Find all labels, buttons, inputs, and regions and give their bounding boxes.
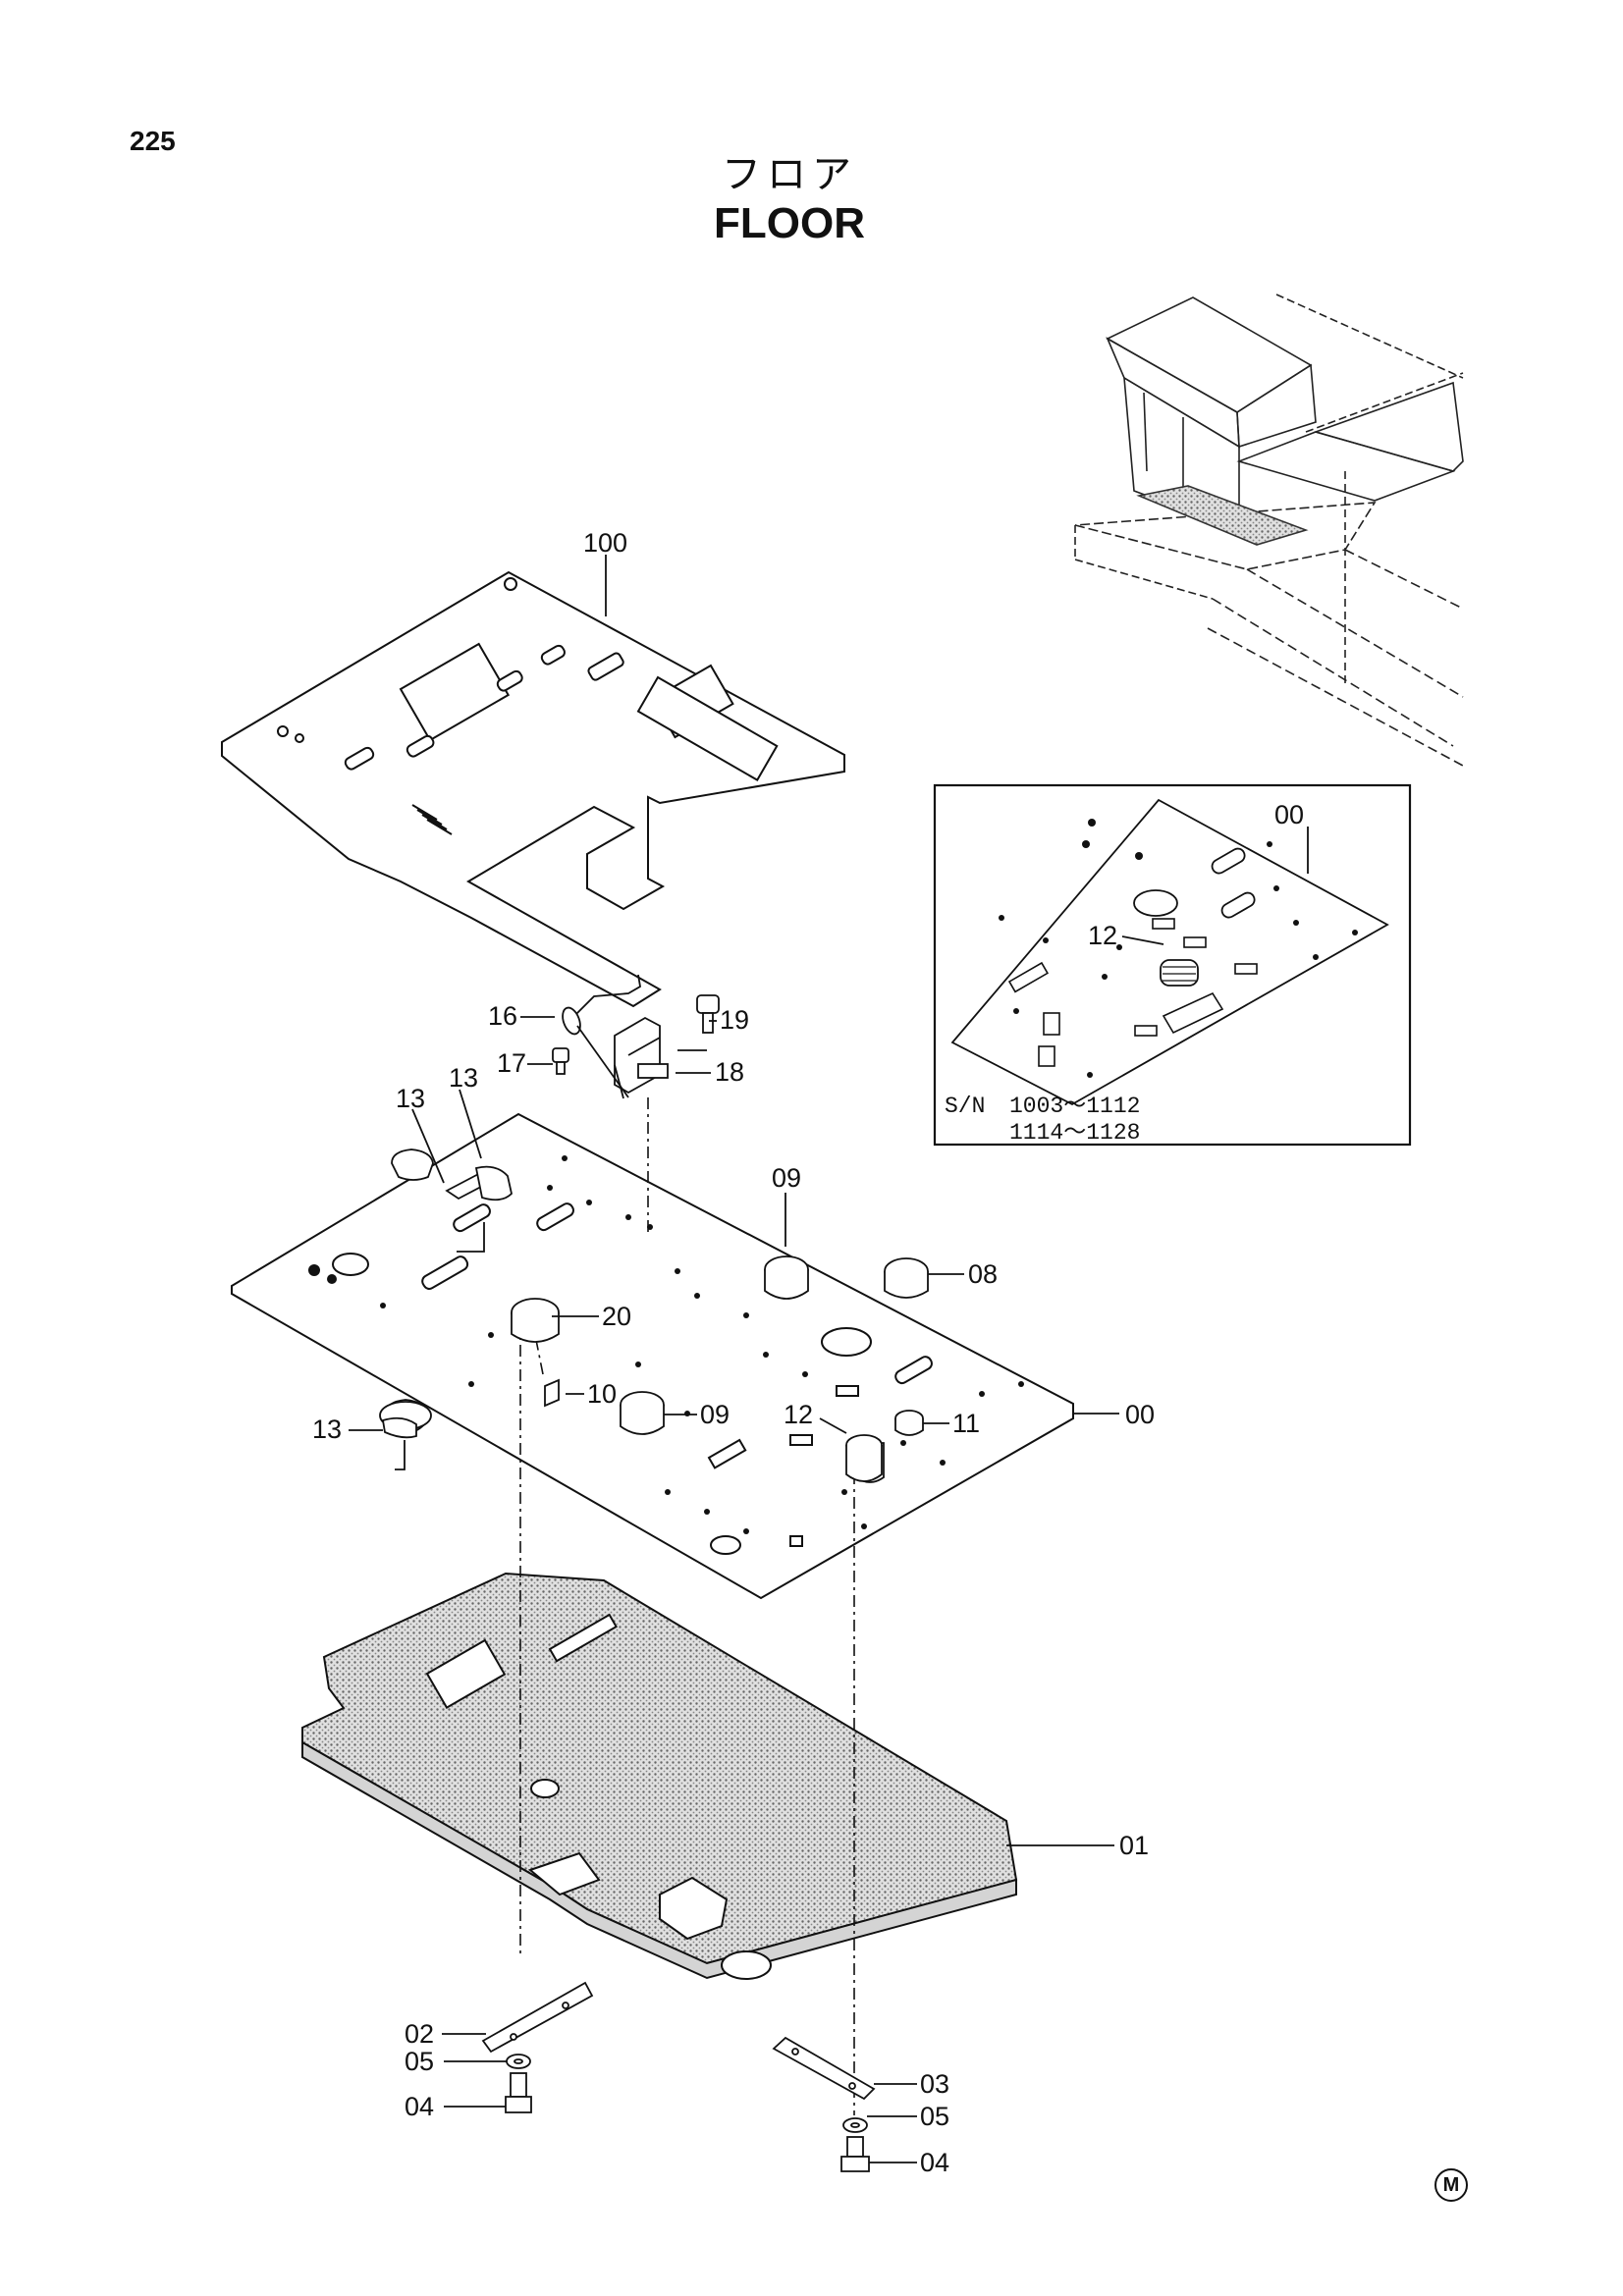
grommets-and-rubber-parts [379, 1148, 929, 1483]
serial-prefix: S/N [945, 1094, 985, 1119]
callout-01: 01 [1119, 1831, 1149, 1860]
callout-05-right: 05 [920, 2102, 949, 2131]
callout-13-left: 13 [396, 1084, 425, 1113]
callout-02: 02 [405, 2019, 434, 2049]
callout-13-lower: 13 [312, 1415, 342, 1444]
title-japanese: フロア [722, 152, 857, 197]
mounting-plate-03 [772, 2036, 876, 2101]
callout-100: 100 [583, 528, 627, 558]
title-english: FLOOR [714, 199, 865, 247]
inset-variant-panel [933, 783, 1412, 1147]
callout-13-upper: 13 [449, 1063, 478, 1093]
callout-08: 08 [968, 1259, 998, 1289]
serial-range-1: 1003～1112 [1009, 1094, 1140, 1119]
inset-callout-00: 00 [1274, 800, 1304, 829]
callout-18: 18 [715, 1057, 744, 1087]
floor-mat-01 [301, 1572, 1018, 1980]
callout-04-left: 04 [405, 2092, 434, 2121]
callout-00: 00 [1125, 1400, 1155, 1429]
callout-12: 12 [784, 1400, 813, 1429]
callout-leaders [349, 555, 1119, 2163]
callout-20: 20 [602, 1302, 631, 1331]
floor-mat-100 [221, 570, 845, 1008]
callout-03: 03 [920, 2069, 949, 2099]
mounting-plate-02 [481, 1981, 594, 2054]
floor-plate-00 [231, 1112, 1074, 1600]
callout-19: 19 [720, 1005, 749, 1035]
inset-callout-12: 12 [1088, 921, 1117, 950]
harness-and-bracket [552, 974, 720, 1099]
callout-05-left: 05 [405, 2047, 434, 2076]
callout-17: 17 [497, 1048, 526, 1078]
maker-mark: M [1434, 2168, 1468, 2202]
callout-04-right: 04 [920, 2148, 949, 2177]
callout-09-lower: 09 [700, 1400, 730, 1429]
page-number: 225 [130, 126, 176, 156]
serial-range-2: 1114～1128 [1009, 1120, 1140, 1146]
machine-overview-illustration [1074, 294, 1464, 767]
callout-11: 11 [952, 1409, 980, 1438]
callout-09-upper: 09 [772, 1163, 801, 1193]
callout-10: 10 [587, 1379, 617, 1409]
callout-16: 16 [488, 1001, 517, 1031]
